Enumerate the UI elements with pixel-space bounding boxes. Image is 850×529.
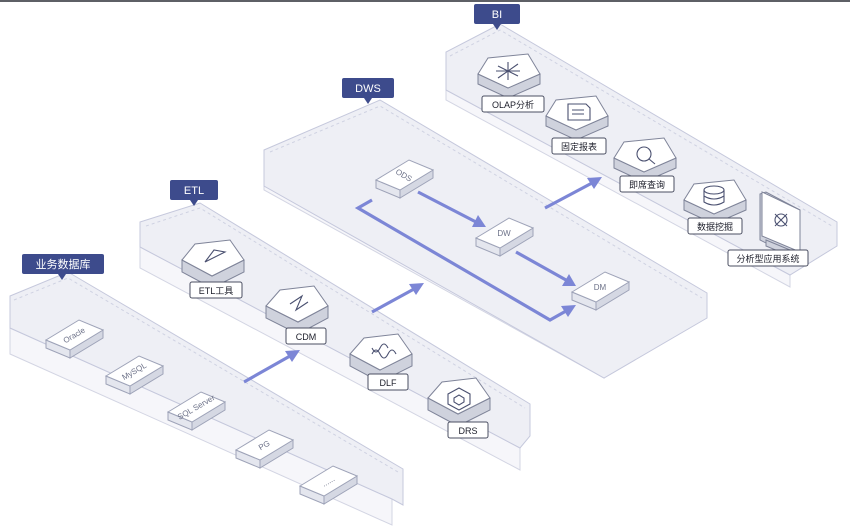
arrow-ods-to-dw <box>417 190 477 224</box>
dws-label: DW <box>497 229 511 238</box>
search-icon <box>636 146 652 162</box>
source-box-pg: PG <box>234 429 295 469</box>
tag-bi: BI <box>474 4 520 30</box>
svg-text:DRS: DRS <box>458 426 477 436</box>
dws-box-dm: DM <box>570 271 631 311</box>
arrowhead <box>285 350 300 362</box>
arrowhead <box>561 305 576 317</box>
bi-tool-olap <box>477 53 541 99</box>
svg-text:分析型应用系统: 分析型应用系统 <box>736 253 799 264</box>
svg-text:DWS: DWS <box>355 83 381 95</box>
arrowhead <box>562 274 576 286</box>
loop-icon <box>371 343 397 359</box>
arrow-source-to-etl <box>243 354 291 384</box>
dws-box-ods: ODS <box>374 159 435 199</box>
svg-text:固定报表: 固定报表 <box>561 141 597 152</box>
etl-label-dlf: DLF <box>367 373 409 391</box>
bi-label-mining: 数据挖掘 <box>687 217 743 235</box>
monitor-icon <box>774 213 788 227</box>
arrow-ods-bypass-to-dm <box>354 198 567 322</box>
report-icon <box>567 103 591 121</box>
bi-tool-report <box>545 95 609 141</box>
source-box-more: ...... <box>298 465 359 505</box>
arrowhead <box>587 177 602 189</box>
hexagon-cube-icon <box>447 387 471 411</box>
bi-label-query: 即席查询 <box>619 175 675 193</box>
cross-arrows-icon <box>496 62 520 80</box>
triangle-icon <box>204 249 227 263</box>
svg-text:CDM: CDM <box>296 332 317 342</box>
arrow-dws-to-bi <box>544 181 593 210</box>
bi-label-olap: OLAP分析 <box>481 95 545 113</box>
svg-text:BI: BI <box>492 9 502 21</box>
etl-label-drs: DRS <box>447 421 489 439</box>
dws-box-dw: DW <box>474 217 535 257</box>
svg-text:OLAP分析: OLAP分析 <box>492 99 534 110</box>
etl-tool-drs <box>427 377 491 427</box>
svg-text:DLF: DLF <box>379 378 397 388</box>
bi-label-report: 固定报表 <box>551 137 607 155</box>
svg-text:ETL工具: ETL工具 <box>199 286 234 296</box>
svg-text:业务数据库: 业务数据库 <box>36 257 91 271</box>
svg-text:数据挖掘: 数据挖掘 <box>697 221 733 232</box>
bi-tool-mining <box>683 179 747 225</box>
flow-arrows <box>243 177 602 384</box>
source-box-mysql: MySQL <box>104 355 165 395</box>
dws-label: DM <box>594 283 607 292</box>
svg-text:ETL: ETL <box>184 185 204 197</box>
arrow-dw-to-dm <box>515 250 567 282</box>
top-border <box>0 0 850 2</box>
etl-label-etl: ETL工具 <box>189 281 243 299</box>
arrowhead <box>409 283 424 295</box>
bi-label-appsystem: 分析型应用系统 <box>727 249 809 267</box>
tag-source: 业务数据库 <box>22 254 104 280</box>
arrow-etl-to-dws <box>371 287 415 314</box>
arrowhead <box>472 215 486 227</box>
tag-etl: ETL <box>170 180 218 206</box>
etl-label-cdm: CDM <box>285 327 327 345</box>
svg-text:即席查询: 即席查询 <box>629 179 665 190</box>
bi-tool-appsystem <box>759 191 801 259</box>
zigzag-icon <box>289 294 309 312</box>
source-box-oracle: Oracle <box>44 319 105 359</box>
tag-dws: DWS <box>342 78 394 104</box>
